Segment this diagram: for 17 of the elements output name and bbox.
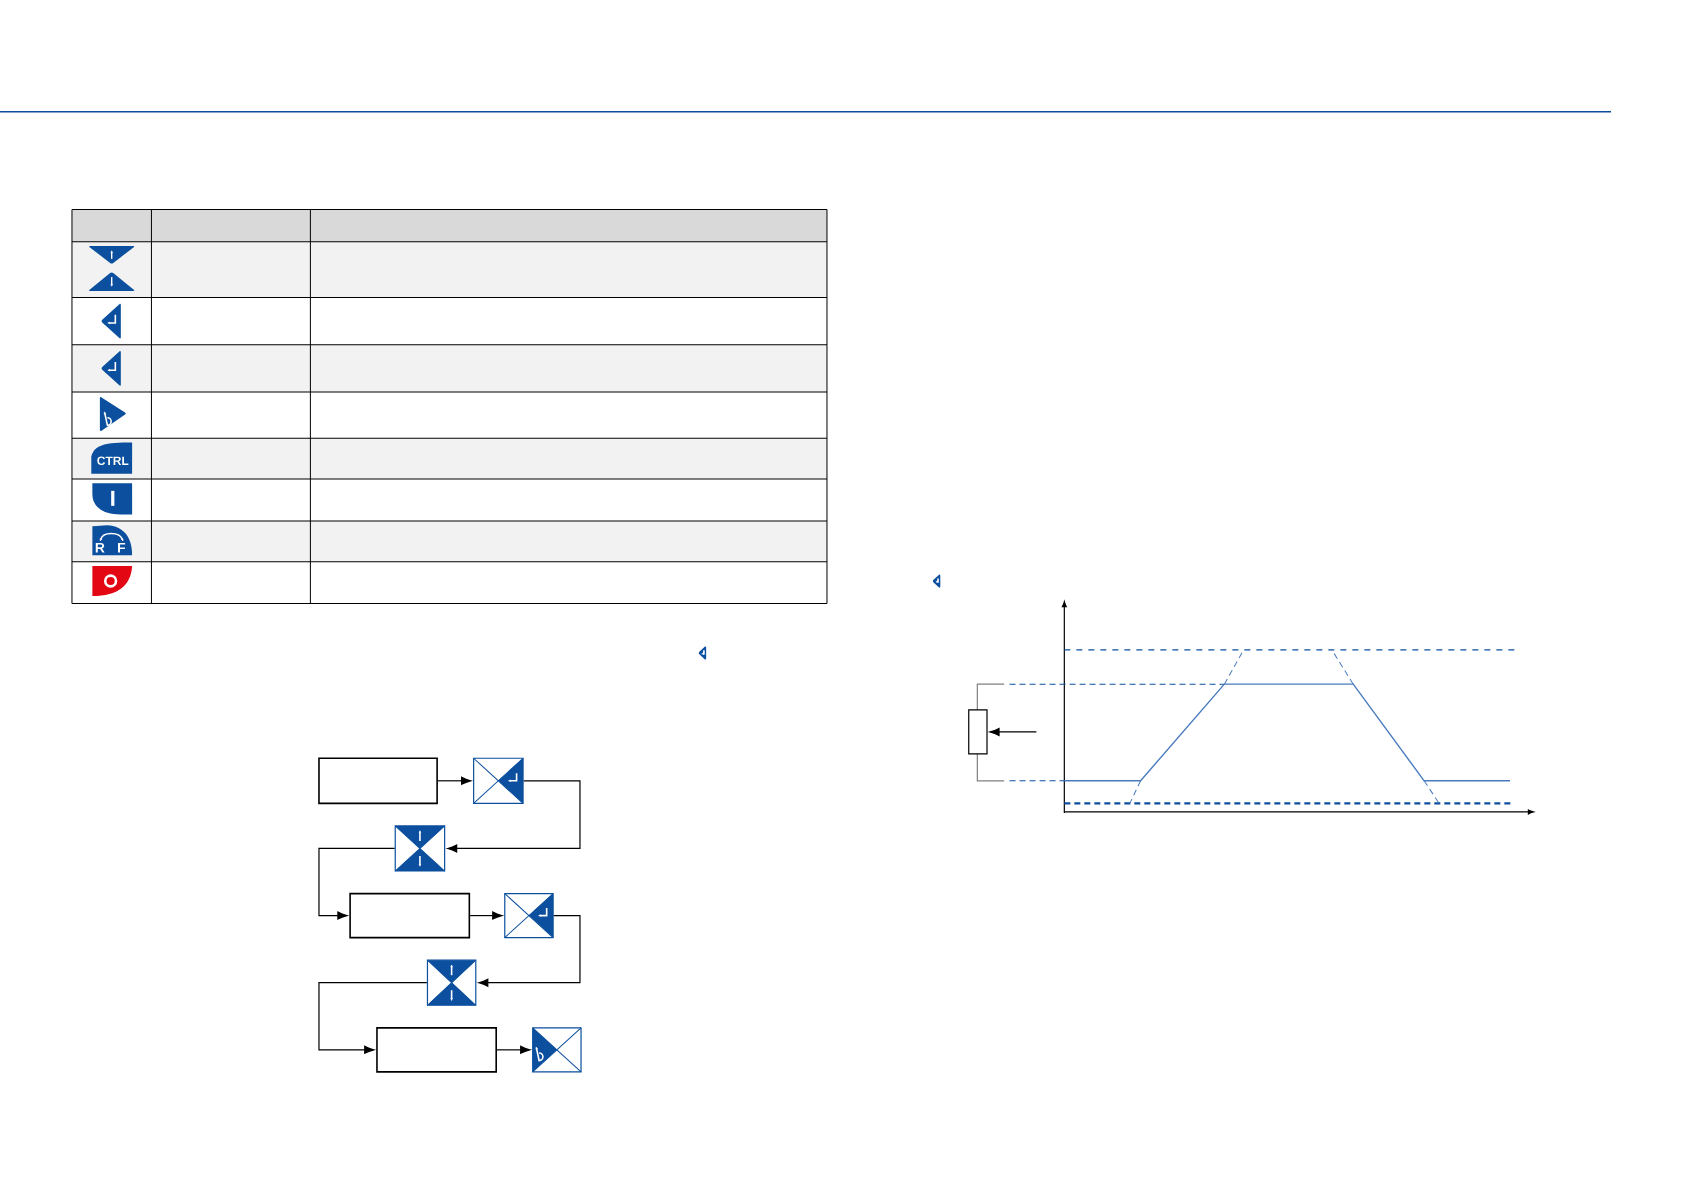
process-box xyxy=(376,1027,497,1073)
arrow-keys-square xyxy=(426,959,477,1006)
arrow xyxy=(318,982,428,1054)
arrow xyxy=(989,727,1037,736)
arrow xyxy=(496,1045,531,1054)
arrow xyxy=(478,915,581,987)
resistor-symbol xyxy=(968,709,988,755)
arrow xyxy=(437,776,472,785)
arrow xyxy=(469,911,503,920)
enter-key-square xyxy=(504,893,554,939)
escape-key-square xyxy=(532,1027,582,1073)
arrow-keys-square xyxy=(394,825,446,872)
process-box xyxy=(318,757,438,805)
arrow xyxy=(447,780,581,853)
enter-key-square xyxy=(473,757,524,804)
process-box xyxy=(349,892,471,939)
arrow xyxy=(318,847,396,920)
